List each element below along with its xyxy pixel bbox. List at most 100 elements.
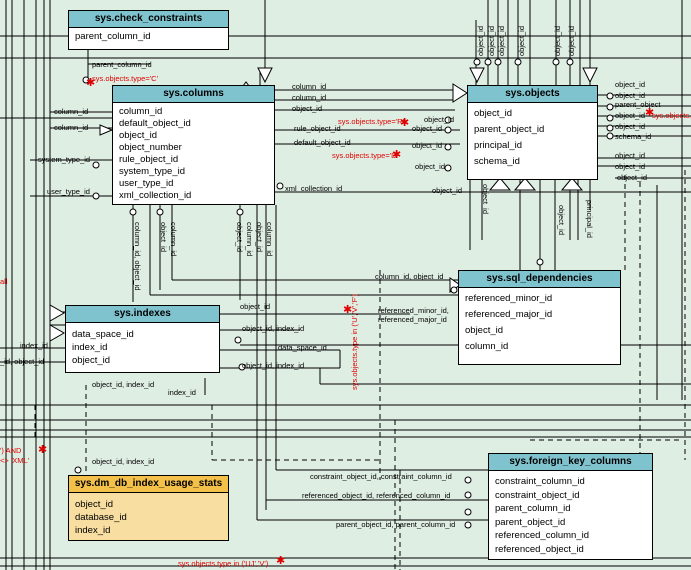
- condition-star: ✱: [343, 304, 353, 316]
- rel-label: object_id: [497, 25, 506, 56]
- column: object_number: [119, 142, 182, 153]
- entity-title: sys.check_constraints: [69, 11, 228, 28]
- condition-star: ✱: [645, 107, 655, 119]
- rel-label: rule_object_id: [294, 124, 341, 133]
- entity-columns-list: object_id parent_object_id principal_id …: [468, 103, 597, 173]
- entity-check-constraints[interactable]: sys.check_constraints parent_column_id: [68, 10, 229, 50]
- rel-label: referenced_major_id: [378, 315, 447, 324]
- rel-condition: ') AND: [0, 446, 22, 455]
- entity-columns-list: data_space_id index_id object_id: [66, 323, 219, 370]
- rel-label: object_id: [292, 104, 323, 113]
- column: constraint_column_id: [495, 476, 585, 487]
- rel-condition: sys.objects.type='D': [332, 151, 399, 160]
- entity-title: sys.objects: [468, 86, 597, 103]
- rel-label: column_id: [54, 107, 89, 116]
- rel-condition: sys.objects.: [652, 111, 691, 120]
- rel-condition: sys.objects.type in ('UJ','V'): [178, 559, 269, 568]
- rel-label: object_id: [432, 186, 463, 195]
- rel-label: object_id, index_id: [242, 324, 305, 333]
- rel-label: schema_id: [615, 132, 652, 141]
- entity-foreign-key-columns[interactable]: sys.foreign_key_columns constraint_colum…: [488, 453, 653, 560]
- condition-star: ✱: [400, 117, 410, 129]
- column: constraint_object_id: [495, 489, 580, 501]
- condition-star: ✱: [276, 555, 286, 567]
- rel-label: object_id: [615, 91, 646, 100]
- rel-label: referenced_minor_id,: [378, 306, 449, 315]
- condition-star: ✱: [392, 149, 402, 161]
- column: object_id: [474, 108, 513, 119]
- column: principal_id: [474, 140, 523, 151]
- rel-label: principal_id: [585, 200, 594, 238]
- rel-label: object_id, index_id: [92, 380, 155, 389]
- rel-label: default_object_id: [294, 138, 351, 147]
- column: object_id: [75, 499, 114, 510]
- column: user_type_id: [119, 178, 174, 189]
- rel-label: index_id: [168, 388, 196, 397]
- entity-columns-list: object_id database_id index_id: [69, 493, 228, 540]
- rel-label: parent_object: [615, 100, 661, 109]
- rel-label: system_type_id: [38, 155, 91, 164]
- rel-label: object_id: [481, 184, 490, 215]
- entity-title: sys.foreign_key_columns: [489, 454, 652, 471]
- rel-label: parent_column_id: [92, 60, 152, 69]
- rel-label: _id, object_id: [0, 357, 45, 366]
- rel-label: object_id, index_id: [242, 361, 305, 370]
- entity-columns[interactable]: sys.columns column_id default_object_id …: [112, 85, 275, 205]
- rel-label: object_id: [476, 25, 485, 56]
- column: referenced_minor_id: [465, 293, 553, 304]
- entity-title: sys.columns: [113, 86, 274, 103]
- entity-indexes[interactable]: sys.indexes data_space_id index_id objec…: [65, 305, 220, 373]
- column: index_id: [75, 525, 111, 536]
- entity-objects[interactable]: sys.objects object_id parent_object_id p…: [467, 85, 598, 180]
- column: object_id: [465, 325, 504, 336]
- rel-label: object_id: [615, 151, 646, 160]
- rel-label: object_id: [235, 222, 244, 253]
- entity-title: sys.sql_dependencies: [459, 271, 620, 288]
- rel-label: object_id: [159, 222, 168, 253]
- rel-label: referenced_object_id, referenced_column_…: [302, 491, 451, 500]
- entity-dm-db-index-usage-stats[interactable]: sys.dm_db_index_usage_stats object_id da…: [68, 475, 229, 541]
- rel-label: column_id, object_id: [133, 222, 142, 291]
- rel-label: object_id: [412, 141, 443, 150]
- rel-label: column_id: [292, 82, 327, 91]
- rel-label: object_id: [415, 162, 446, 171]
- entity-sql-dependencies[interactable]: sys.sql_dependencies referenced_minor_id…: [458, 270, 621, 365]
- entity-columns-list: constraint_column_id constraint_object_i…: [489, 471, 652, 559]
- column: column_id: [119, 106, 163, 117]
- rel-label: column_id: [54, 123, 89, 132]
- column: referenced_object_id: [495, 543, 584, 555]
- rel-label: object_id: [487, 25, 496, 56]
- column: parent_object_id: [495, 516, 566, 528]
- column: default_object_id: [119, 118, 191, 129]
- rel-label: object_id: [567, 25, 576, 56]
- column: schema_id: [474, 156, 520, 167]
- rel-label: user_type_id: [47, 187, 90, 196]
- rel-label: column_id: [292, 93, 327, 102]
- column: data_space_id: [72, 329, 134, 340]
- rel-label: object_id: [615, 122, 646, 131]
- rel-label: object_id: [255, 222, 264, 253]
- rel-label: index_id: [20, 341, 48, 350]
- rel-label: column_id: [245, 222, 254, 257]
- column: rule_object_id: [119, 154, 179, 165]
- rel-label: object_id: [617, 173, 648, 182]
- rel-label: parent_object_id, parent_column_id: [336, 520, 456, 529]
- rel-label: object_id: [517, 25, 526, 56]
- rel-label: object_id: [553, 25, 562, 56]
- rel-condition: all: [0, 277, 8, 286]
- column: referenced_major_id: [465, 309, 553, 320]
- rel-label: object_id: [615, 80, 646, 89]
- condition-star: ✱: [38, 444, 48, 456]
- column: system_type_id: [119, 166, 186, 177]
- condition-star: ✱: [86, 77, 96, 89]
- rel-label: object_id: [412, 124, 443, 133]
- column: parent_column_id: [75, 31, 151, 42]
- entity-title: sys.indexes: [66, 306, 219, 323]
- rel-condition: <> 'XML': [0, 456, 30, 465]
- column: column_id: [465, 341, 509, 352]
- rel-label: object_id: [615, 111, 646, 120]
- entity-columns: parent_column_id: [69, 28, 228, 46]
- entity-columns-list: column_id default_object_id object_id ob…: [113, 103, 274, 205]
- rel-label: column_id, object_id: [375, 272, 444, 281]
